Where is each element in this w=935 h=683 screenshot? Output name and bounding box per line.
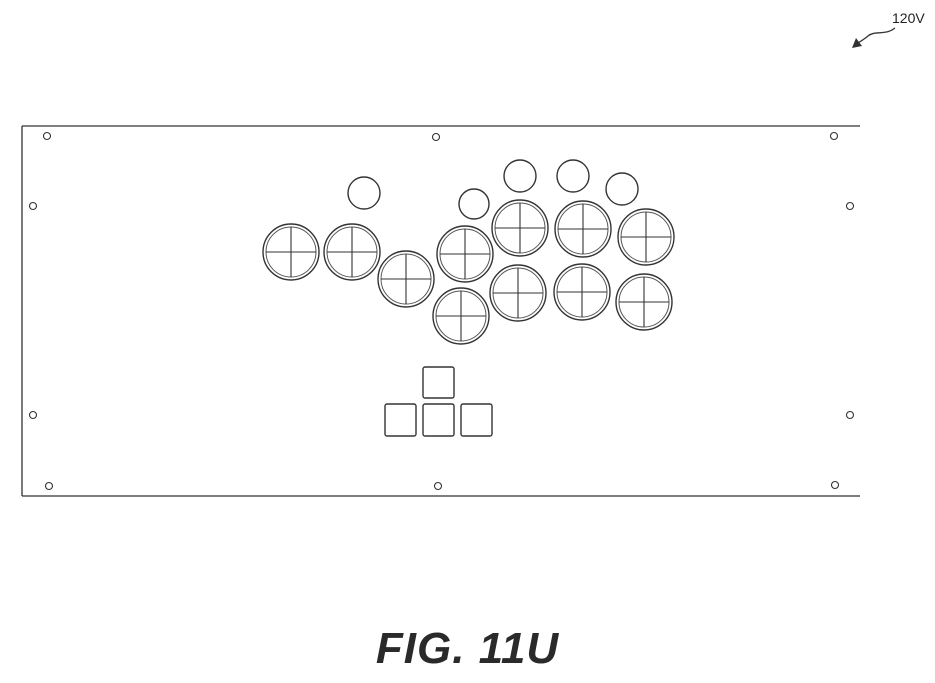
reference-arrowhead	[852, 38, 862, 48]
mounting-hole	[28, 410, 38, 420]
large-crosshair-button	[491, 199, 549, 257]
large-crosshair-button	[323, 223, 381, 281]
large-crosshair-button	[262, 223, 320, 281]
mounting-hole	[431, 132, 441, 142]
small-round-button	[458, 188, 490, 220]
small-round-button	[556, 159, 590, 193]
square-button-right	[460, 403, 493, 437]
figure-caption: FIG. 11U	[375, 624, 560, 673]
large-crosshair-button	[553, 263, 611, 321]
large-crosshair-button	[436, 225, 494, 283]
small-round-button	[605, 172, 639, 206]
mounting-hole	[433, 481, 443, 491]
mounting-hole	[830, 480, 840, 490]
large-crosshair-button	[554, 200, 612, 258]
small-round-buttons	[347, 159, 639, 220]
reference-arrow-line	[855, 27, 896, 45]
large-crosshair-button	[377, 250, 435, 308]
mounting-hole	[28, 201, 38, 211]
panel-outline	[21, 125, 860, 497]
square-button-middle	[422, 403, 455, 437]
large-crosshair-button	[615, 273, 673, 331]
large-crosshair-button	[432, 287, 490, 345]
mounting-hole	[845, 410, 855, 420]
small-round-button	[347, 176, 381, 210]
small-round-button	[503, 159, 537, 193]
square-button-top	[422, 366, 455, 399]
mounting-hole	[829, 131, 839, 141]
mounting-hole	[845, 201, 855, 211]
large-crosshair-buttons	[262, 199, 675, 345]
mounting-holes	[28, 131, 855, 491]
mounting-hole	[44, 481, 54, 491]
square-button-left	[384, 403, 417, 437]
large-crosshair-button	[617, 208, 675, 266]
mounting-hole	[42, 131, 52, 141]
square-buttons	[384, 366, 493, 437]
large-crosshair-button	[489, 264, 547, 322]
reference-label: 120V	[892, 10, 925, 26]
